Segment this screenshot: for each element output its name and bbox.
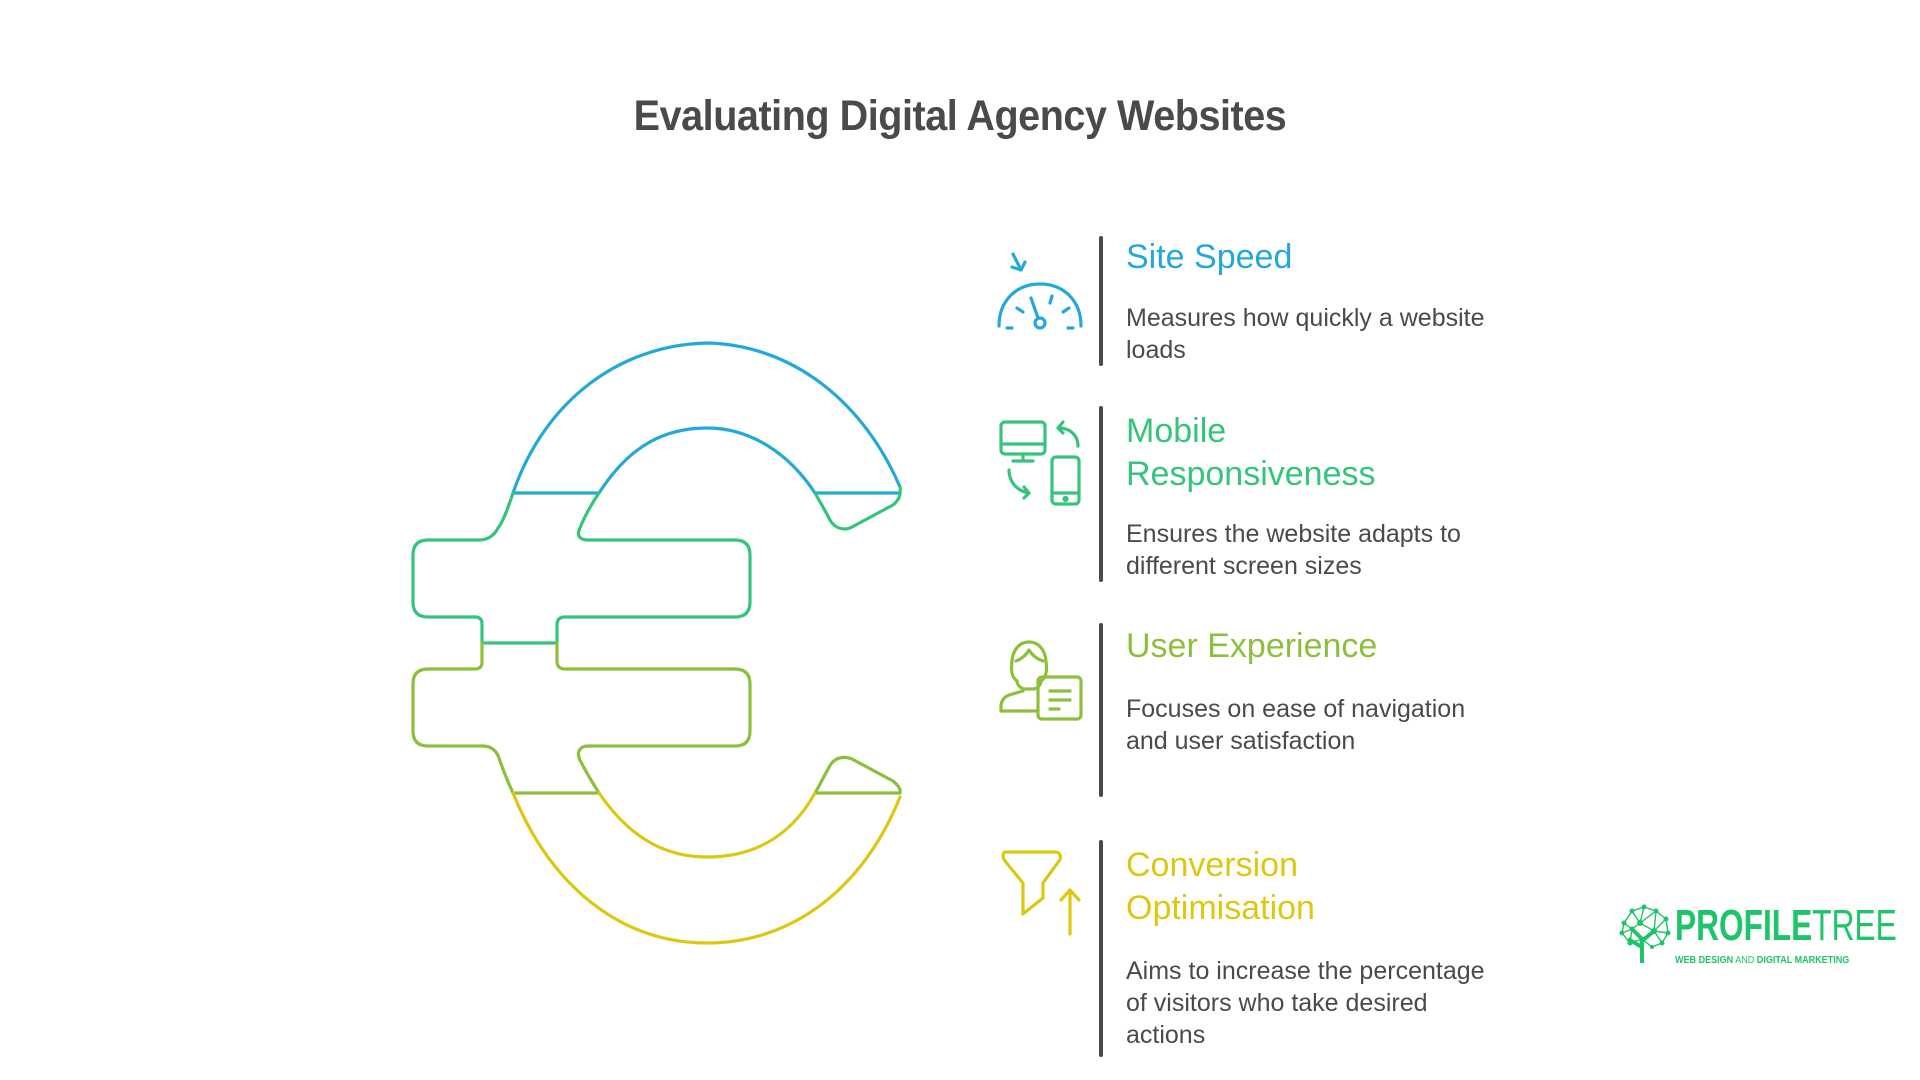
profiletree-logo: PROFILETREE WEB DESIGN AND DIGITAL MARKE… — [1618, 903, 1897, 969]
euro-lower-bar-segment — [411, 641, 902, 795]
logo-tagline-part: DIGITAL MARKETING — [1756, 954, 1850, 966]
responsive-devices-icon — [999, 420, 1081, 506]
criterion-description: Focuses on ease of navigation and user s… — [1126, 695, 1466, 755]
criterion-heading-line1: Conversion — [1126, 846, 1298, 884]
logo-tagline-part: AND — [1733, 954, 1757, 966]
criterion-heading: User Experience — [1126, 627, 1378, 665]
page-title: Evaluating Digital Agency Websites — [633, 92, 1287, 140]
criterion-heading-line1: Mobile — [1126, 412, 1227, 450]
criterion-heading: Site Speed — [1126, 238, 1293, 276]
divider-bar — [1099, 406, 1103, 582]
criterion-heading-line2: Responsiveness — [1126, 455, 1376, 493]
criterion-description: Ensures the website adapts to different … — [1126, 520, 1461, 580]
speedometer-icon — [997, 252, 1083, 330]
divider-bar — [1099, 840, 1103, 1057]
criterion-description: Aims to increase the percentage of visit… — [1126, 957, 1485, 1049]
user-document-icon — [999, 640, 1083, 721]
logo-tagline: WEB DESIGN AND DIGITAL MARKETING — [1675, 954, 1849, 966]
criterion-description: Measures how quickly a website loads — [1126, 304, 1485, 364]
euro-bottom-arc-segment — [511, 791, 902, 945]
criterion-heading-line2: Optimisation — [1126, 889, 1315, 927]
logo-tagline-part: WEB DESIGN — [1675, 954, 1734, 966]
tree-network-icon — [1619, 904, 1671, 963]
logo-word-light: TREE — [1812, 901, 1897, 950]
divider-bar — [1099, 623, 1103, 797]
euro-upper-bar-segment — [411, 485, 902, 645]
logo-word-bold: PROFILE — [1675, 901, 1813, 950]
euro-top-arc-segment — [511, 341, 902, 495]
divider-bar — [1099, 236, 1103, 366]
funnel-up-arrow-icon — [1001, 850, 1081, 936]
logo-wordmark: PROFILETREE — [1675, 903, 1897, 949]
